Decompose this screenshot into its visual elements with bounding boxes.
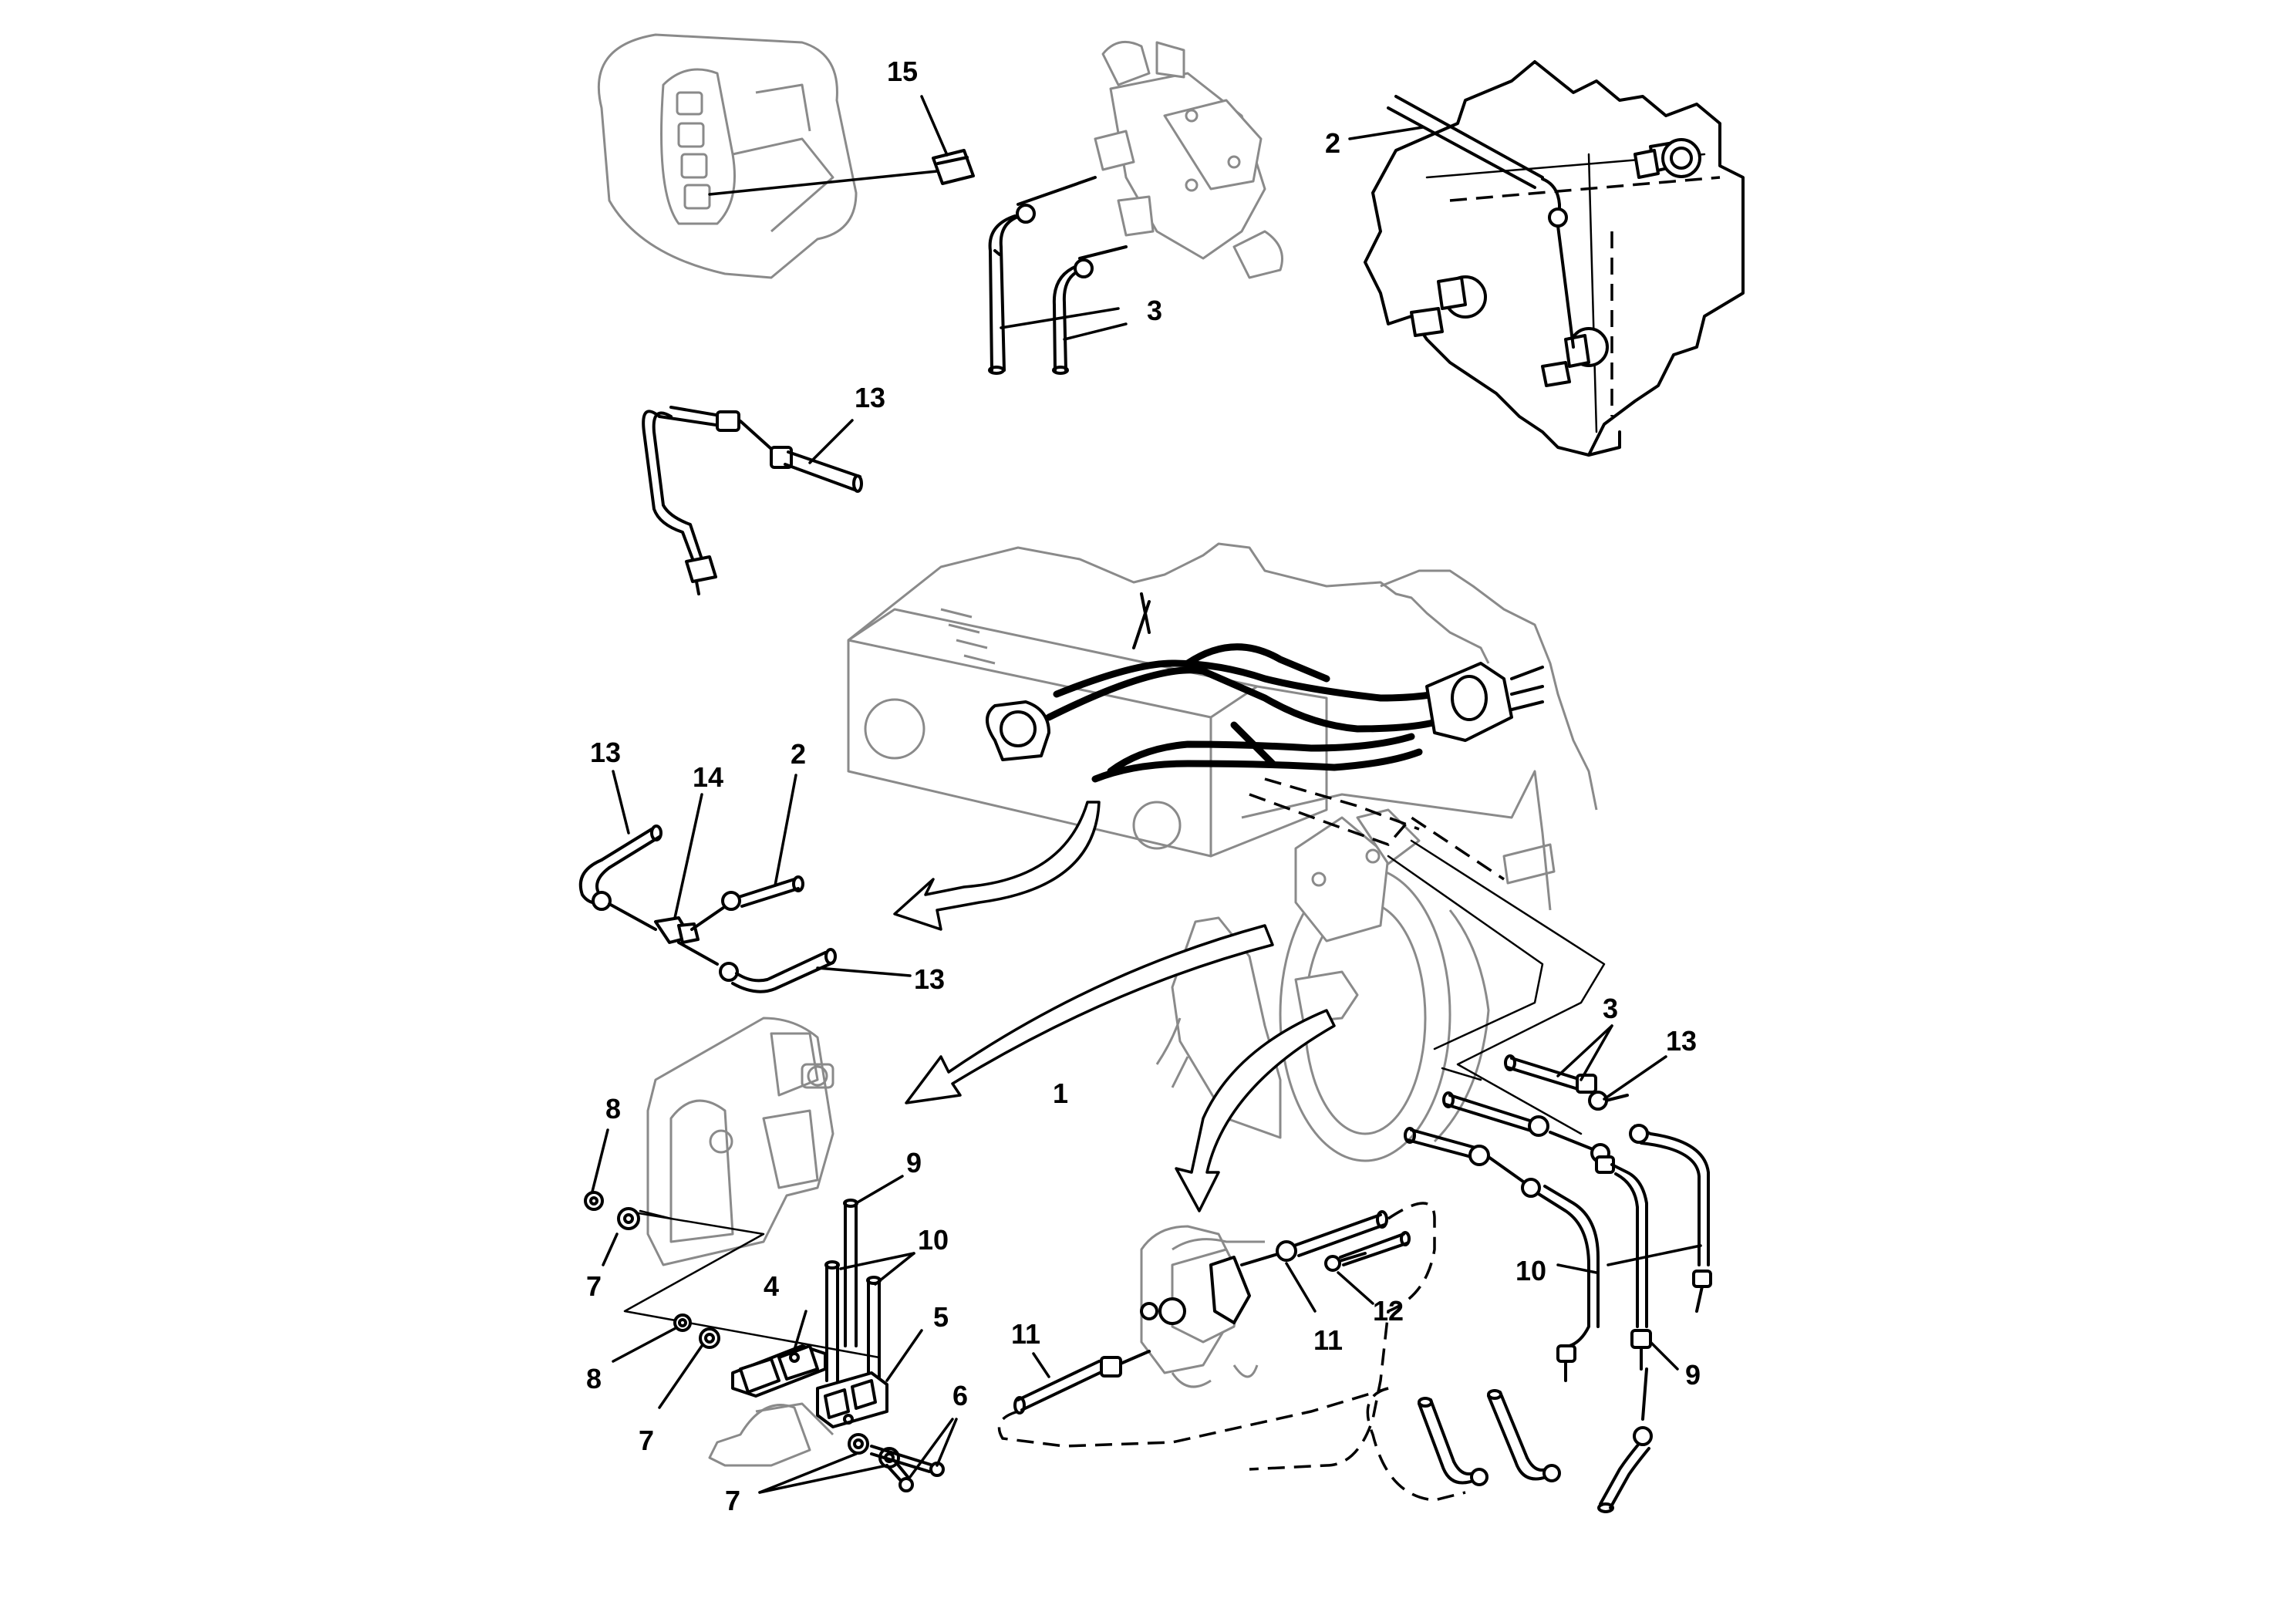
pipe-11-right-and-12	[1240, 1202, 1436, 1471]
callout-11-left: 11	[1011, 1318, 1040, 1350]
electrical-connector-15	[708, 95, 975, 196]
callout-10-left: 10	[918, 1224, 949, 1256]
callout-2-left: 2	[791, 738, 806, 770]
callout-15: 15	[887, 56, 918, 87]
pipe-2-top	[1348, 95, 1575, 349]
callout-13-left: 13	[590, 737, 621, 768]
callout-13-right: 13	[1666, 1025, 1697, 1057]
hose-detail-left	[578, 770, 912, 993]
control-console-view	[597, 33, 858, 279]
callout-9-left: 9	[906, 1147, 922, 1179]
callout-12: 12	[1373, 1295, 1404, 1327]
plate-with-fittings-view	[1364, 60, 1745, 457]
callout-13-upper: 13	[855, 382, 885, 413]
valve-block-view	[1017, 40, 1283, 279]
callout-8-lower: 8	[586, 1363, 602, 1394]
callout-5: 5	[933, 1301, 949, 1333]
callout-10-right: 10	[1515, 1255, 1546, 1286]
callout-4: 4	[764, 1270, 779, 1302]
callout-7-middle: 7	[639, 1425, 654, 1456]
callout-7-upper: 7	[586, 1270, 602, 1302]
arrow-to-cylinder-detail	[1175, 1009, 1336, 1212]
dashed-pipe-routing	[1249, 777, 1606, 1135]
callout-6: 6	[952, 1380, 968, 1411]
callout-11-right: 11	[1313, 1324, 1343, 1356]
main-hose-bundle	[986, 592, 1544, 783]
pipe-11-left	[997, 1350, 1389, 1448]
callout-9-right: 9	[1685, 1359, 1701, 1391]
callout-13-left-lower: 13	[914, 963, 945, 995]
hose-detail-right	[1366, 1024, 1712, 1513]
callout-2-top: 2	[1325, 127, 1340, 159]
callout-1: 1	[1053, 1077, 1068, 1109]
bracket-detail	[646, 1017, 834, 1266]
machine-frame-main	[847, 542, 1598, 1162]
callout-8-upper: 8	[605, 1093, 621, 1125]
callout-3-right: 3	[1603, 993, 1618, 1024]
hose-3-pair	[988, 204, 1128, 375]
pipe-13-upper	[642, 406, 863, 595]
arrow-to-left-hose-detail	[893, 801, 1101, 931]
callout-labels: 15 3 2 13 13 14 2 13 3 13 1 8 7 9 10 4 5…	[586, 56, 1701, 1516]
callout-7-lower: 7	[725, 1485, 740, 1516]
arrow-to-bracket-detail	[905, 924, 1274, 1104]
cylinder-detail	[1140, 1225, 1265, 1388]
callout-14: 14	[693, 761, 723, 793]
clamp-parts-detail	[584, 1128, 958, 1494]
callout-3-top: 3	[1147, 295, 1162, 326]
